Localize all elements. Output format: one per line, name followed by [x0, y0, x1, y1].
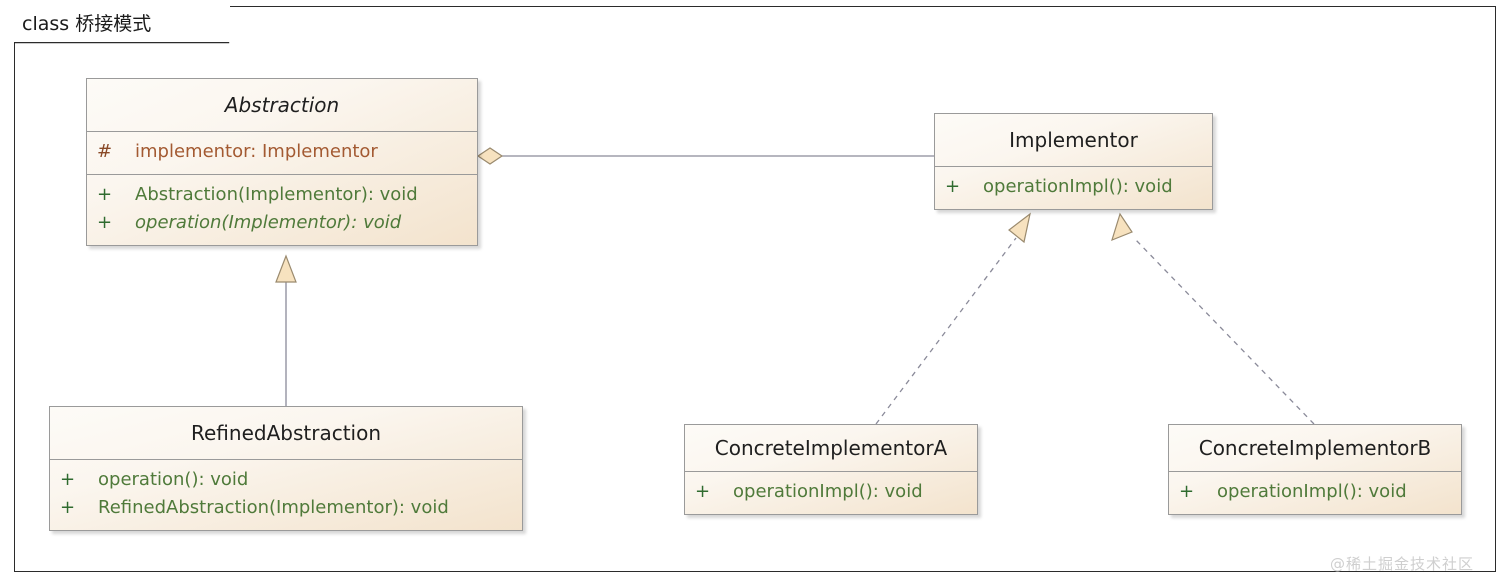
realization-connector-concrete-b	[1111, 212, 1315, 425]
method-row: + operation(Implementor): void	[97, 209, 467, 237]
method-row: + operation(): void	[60, 466, 512, 494]
class-title-concrete-implementor-b: ConcreteImplementorB	[1198, 436, 1432, 460]
method-row: + operationImpl(): void	[695, 478, 967, 506]
class-box-concrete-implementor-a[interactable]: ConcreteImplementorA + operationImpl(): …	[684, 424, 978, 515]
visibility-marker-public: +	[60, 469, 76, 490]
class-box-refined-abstraction[interactable]: RefinedAbstraction + operation(): void +…	[49, 406, 523, 531]
visibility-marker-public: +	[1179, 481, 1195, 502]
methods-compartment-refined-abstraction: + operation(): void + RefinedAbstraction…	[50, 459, 522, 530]
method-row: + operationImpl(): void	[1179, 478, 1451, 506]
aggregation-connector	[476, 147, 934, 165]
visibility-marker-public: +	[97, 211, 113, 233]
class-title-implementor: Implementor	[1009, 128, 1138, 152]
visibility-marker-public: +	[60, 496, 76, 518]
attribute-row: # implementor: Implementor	[97, 138, 467, 166]
class-title-concrete-implementor-a: ConcreteImplementorA	[714, 436, 948, 460]
method-label: operation(Implementor): void	[135, 211, 402, 233]
method-label: operation(): void	[98, 469, 249, 490]
visibility-marker-protected: #	[97, 141, 113, 162]
method-row: + Abstraction(Implementor): void	[97, 181, 467, 209]
method-row: + RefinedAbstraction(Implementor): void	[60, 494, 512, 522]
method-label: RefinedAbstraction(Implementor): void	[98, 496, 449, 518]
visibility-marker-public: +	[97, 183, 113, 205]
diagram-frame-title-tab: class 桥接模式	[14, 6, 230, 44]
class-box-abstraction[interactable]: Abstraction # implementor: Implementor +…	[86, 78, 478, 246]
frame-title-label: class 桥接模式	[22, 12, 152, 35]
realization-connector-concrete-a	[875, 212, 1031, 425]
method-label: operationImpl(): void	[983, 176, 1173, 197]
class-title-abstraction: Abstraction	[224, 93, 340, 117]
class-box-concrete-implementor-b[interactable]: ConcreteImplementorB + operationImpl(): …	[1168, 424, 1462, 515]
methods-compartment-abstraction: + Abstraction(Implementor): void + opera…	[87, 173, 477, 245]
visibility-marker-public: +	[945, 176, 961, 197]
attributes-compartment-abstraction: # implementor: Implementor	[87, 131, 477, 174]
class-title-refined-abstraction: RefinedAbstraction	[191, 421, 381, 445]
attribute-label: implementor: Implementor	[135, 141, 378, 162]
diagram-frame	[14, 6, 1496, 572]
methods-compartment-concrete-implementor-b: + operationImpl(): void	[1169, 471, 1461, 514]
method-label: operationImpl(): void	[1217, 481, 1407, 502]
class-box-implementor[interactable]: Implementor + operationImpl(): void	[934, 113, 1213, 210]
methods-compartment-implementor: + operationImpl(): void	[935, 166, 1212, 209]
generalization-connector-refined-abstraction	[275, 254, 297, 406]
method-row: + operationImpl(): void	[945, 173, 1202, 201]
watermark-label: @稀土掘金技术社区	[1329, 555, 1474, 573]
method-label: Abstraction(Implementor): void	[135, 183, 418, 205]
method-label: operationImpl(): void	[733, 481, 923, 502]
visibility-marker-public: +	[695, 481, 711, 502]
methods-compartment-concrete-implementor-a: + operationImpl(): void	[685, 471, 977, 514]
